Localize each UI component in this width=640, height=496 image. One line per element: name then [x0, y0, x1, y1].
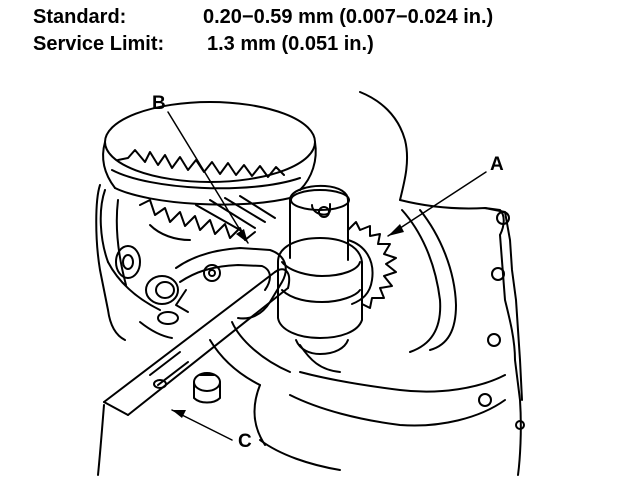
housing-outline	[259, 91, 525, 476]
leader-a	[387, 171, 487, 237]
callout-label-b: B	[152, 93, 166, 114]
bolt	[193, 372, 221, 404]
callout-label-a: A	[490, 154, 504, 175]
spec-service-limit-label: Service Limit:	[33, 33, 165, 55]
arrowhead-c	[172, 410, 186, 418]
leader-arrowheads	[172, 224, 404, 418]
arrowhead-b	[236, 229, 248, 243]
shift-fork	[175, 247, 287, 320]
callout-label-c: C	[238, 431, 252, 452]
lower-case	[97, 321, 341, 476]
feeler-gauge	[103, 268, 291, 416]
spec-standard-label: Standard:	[33, 6, 127, 28]
leader-b	[167, 111, 249, 244]
left-housing	[95, 184, 179, 341]
small-gear	[277, 184, 397, 355]
spec-standard-value: 0.20−0.59 mm (0.007−0.024 in.)	[203, 6, 494, 28]
spec-service-limit-value: 1.3 mm (0.051 in.)	[207, 33, 374, 55]
arrowhead-a	[388, 224, 404, 236]
main-gear	[99, 101, 317, 311]
